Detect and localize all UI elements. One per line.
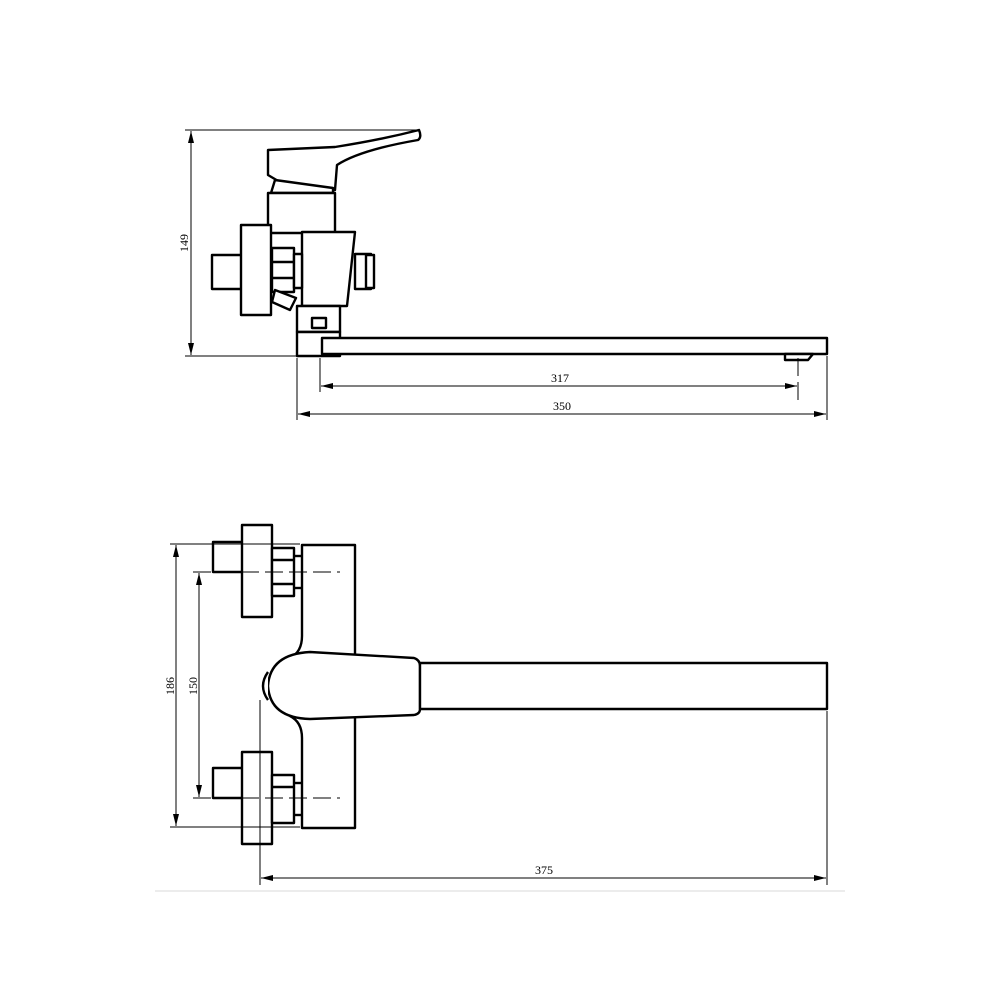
mixer-body xyxy=(300,230,357,308)
page-divider xyxy=(155,890,845,892)
dimension-total-label: 350 xyxy=(553,399,571,413)
diverter-tip xyxy=(364,253,376,290)
nut-collar xyxy=(292,252,304,290)
lever-top xyxy=(266,650,422,721)
dimension-outlet-label: 317 xyxy=(551,371,569,385)
dimension-center-label: 150 xyxy=(186,677,200,695)
side-view: 149 317 350 xyxy=(177,128,829,420)
wall-flange xyxy=(239,223,273,317)
spout-arm xyxy=(320,336,829,356)
set-screw xyxy=(310,316,328,330)
eccentric-stub-upper xyxy=(211,540,245,574)
aerator xyxy=(783,352,815,362)
lock-tab xyxy=(270,288,298,312)
eccentric-stub xyxy=(210,253,244,291)
spout-top xyxy=(418,661,829,711)
dimension-length-label: 375 xyxy=(535,863,553,877)
dimension-eccentric-label: 186 xyxy=(163,677,177,695)
eccentric-stub-lower xyxy=(211,766,245,800)
dimension-height-label: 149 xyxy=(177,234,191,252)
hex-nut xyxy=(270,246,296,294)
cartridge-body xyxy=(266,191,337,235)
hex-nut-lower xyxy=(270,773,296,825)
lever-handle xyxy=(266,128,422,192)
flange-upper xyxy=(240,523,274,619)
lever-pivot xyxy=(261,671,269,701)
top-view: 186 150 375 xyxy=(163,523,829,885)
